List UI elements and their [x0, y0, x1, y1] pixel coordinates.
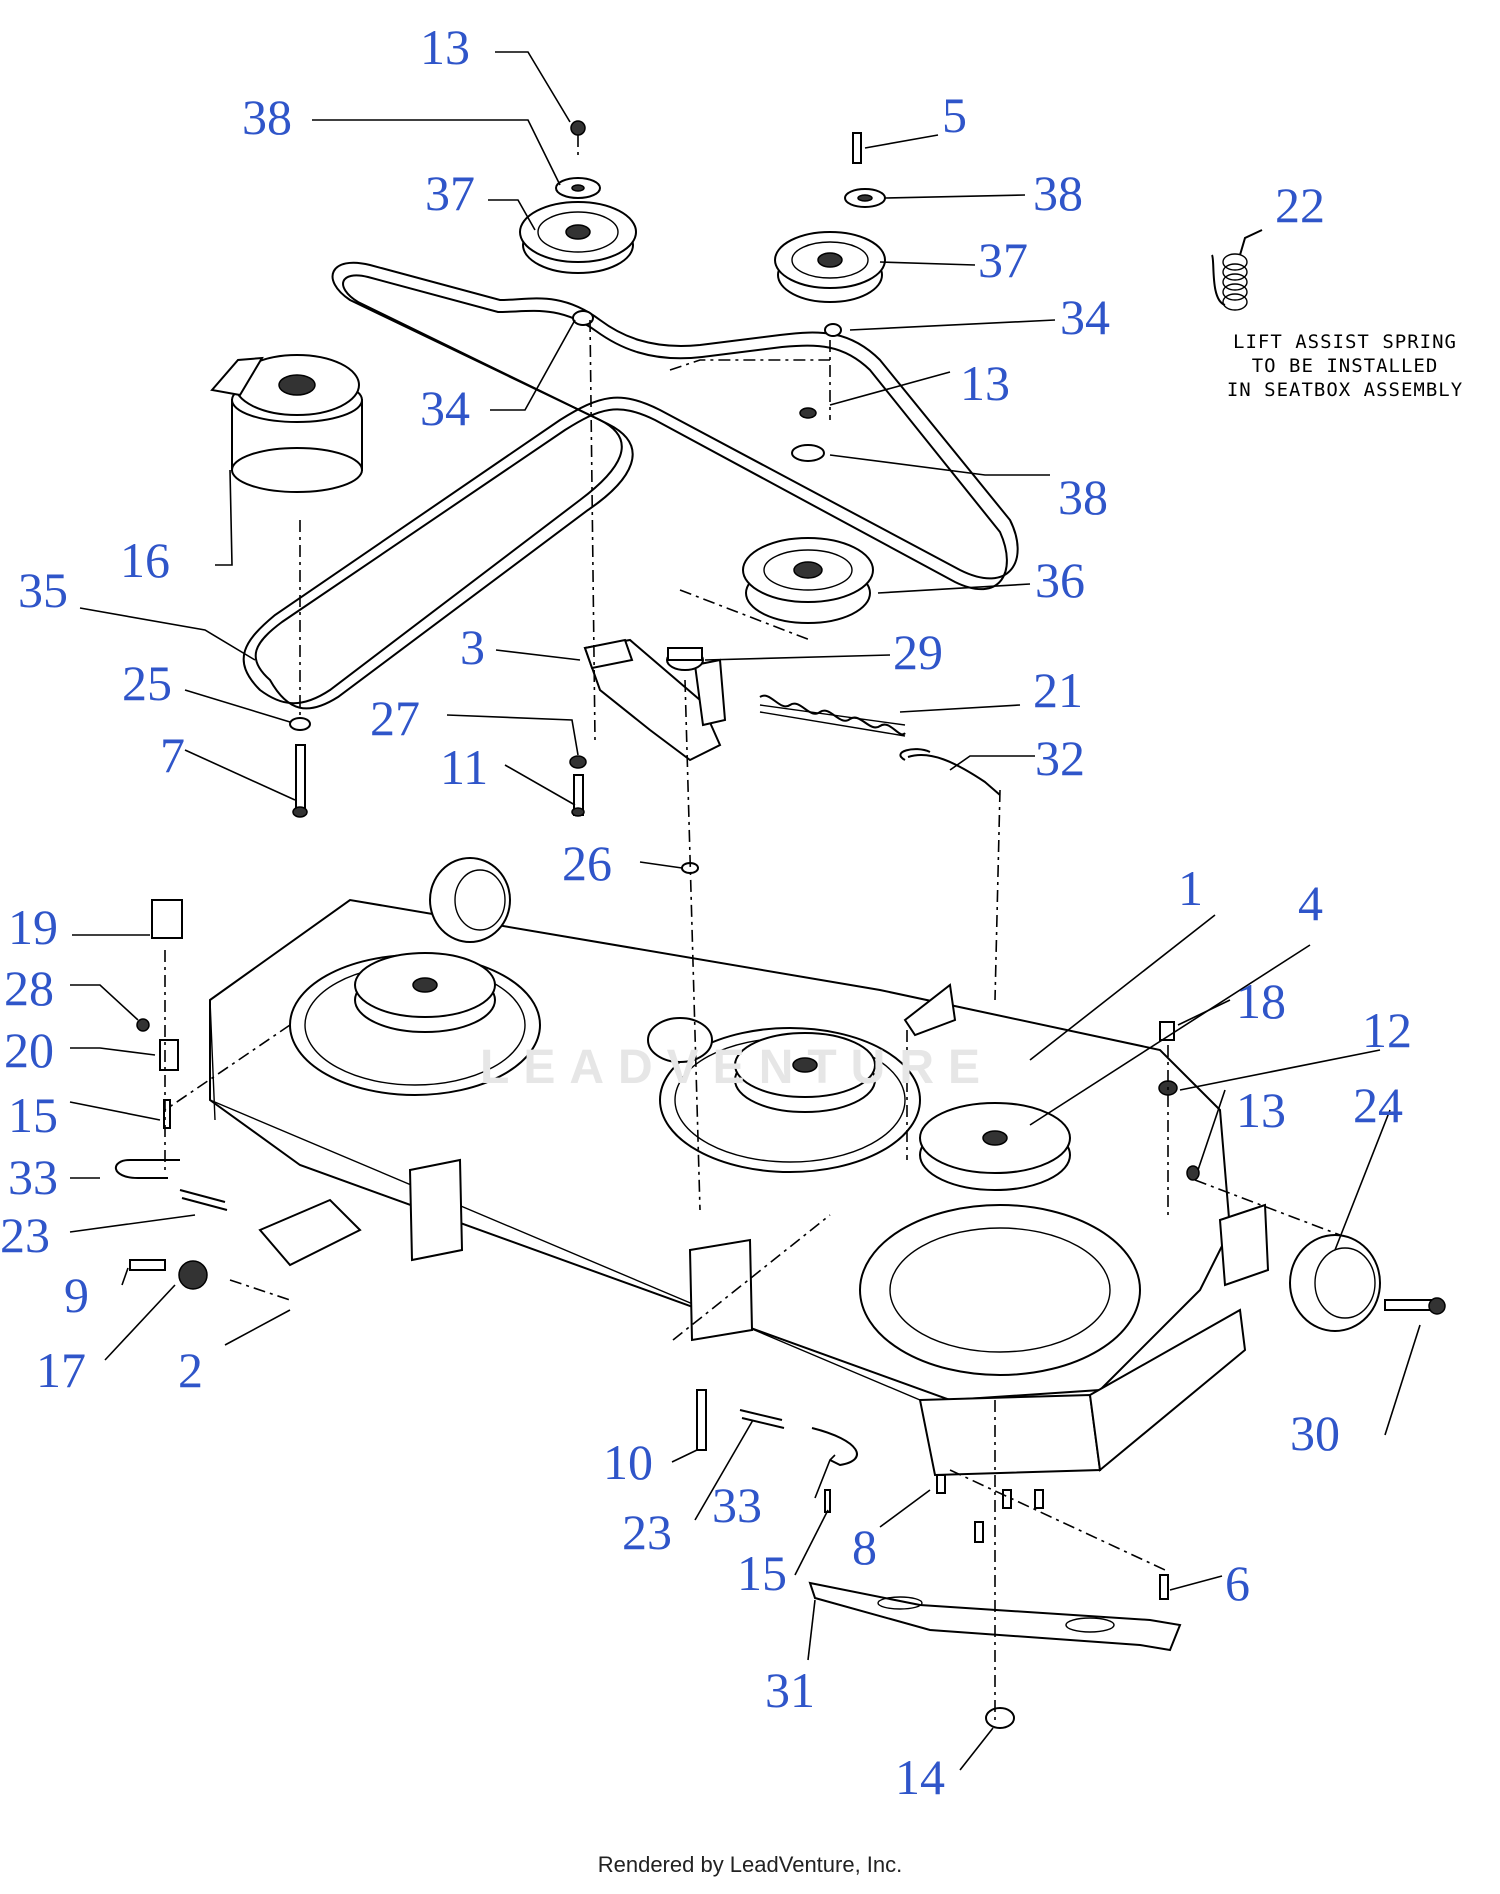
- idler-pulley-left: [519, 120, 637, 326]
- callout-28: 28: [4, 960, 54, 1016]
- watermark: LEADVENTURE: [480, 1041, 995, 1094]
- note-line: TO BE INSTALLED: [1251, 355, 1439, 377]
- callout-27: 27: [370, 690, 420, 746]
- callout-6: 6: [1225, 1555, 1250, 1611]
- callout-15: 15: [8, 1087, 58, 1143]
- install-note: LIFT ASSIST SPRING TO BE INSTALLED IN SE…: [1190, 330, 1500, 402]
- callout-33: 33: [8, 1149, 58, 1205]
- note-line: LIFT ASSIST SPRING: [1233, 331, 1457, 353]
- callout-leaders: [69, 51, 1421, 1771]
- mower-deck: [209, 857, 1270, 1477]
- callout-22: 22: [1275, 177, 1325, 233]
- callout-12: 12: [1362, 1002, 1412, 1058]
- callout-17: 17: [36, 1342, 86, 1398]
- callout-9: 9: [64, 1267, 89, 1323]
- callout-10: 10: [603, 1434, 653, 1490]
- callout-7: 7: [160, 727, 185, 783]
- callout-38: 38: [1033, 165, 1083, 221]
- callout-34: 34: [1060, 289, 1110, 345]
- callout-37: 37: [978, 232, 1028, 288]
- callout-3: 3: [460, 619, 485, 675]
- idler-pulley-36: [742, 407, 874, 624]
- idler-pulley-right: [774, 132, 886, 337]
- callout-14: 14: [895, 1749, 945, 1805]
- callout-26: 26: [562, 835, 612, 891]
- callout-23: 23: [622, 1504, 672, 1560]
- callout-37: 37: [425, 165, 475, 221]
- callout-24: 24: [1353, 1077, 1403, 1133]
- callout-23: 23: [0, 1207, 50, 1263]
- callout-34: 34: [420, 380, 470, 436]
- callout-13: 13: [420, 19, 470, 75]
- callout-11: 11: [440, 739, 489, 795]
- bolt-and-washer-left: [289, 717, 311, 818]
- callout-20: 20: [4, 1022, 54, 1078]
- callout-36: 36: [1035, 552, 1085, 608]
- footer-credit: Rendered by LeadVenture, Inc.: [597, 1852, 903, 1877]
- callout-32: 32: [1035, 730, 1085, 786]
- callout-18: 18: [1236, 973, 1286, 1029]
- callout-8: 8: [852, 1519, 877, 1575]
- callout-30: 30: [1290, 1405, 1340, 1461]
- rear-wheel: [1289, 1234, 1446, 1332]
- lift-assist-spring: [1211, 229, 1263, 311]
- right-hardware: [1158, 1021, 1200, 1181]
- pto-clutch: [210, 354, 363, 493]
- assembly-centerlines: [164, 135, 1341, 1720]
- callout-5: 5: [942, 87, 967, 143]
- note-line: IN SEATBOX ASSEMBLY: [1226, 379, 1464, 401]
- callout-15: 15: [737, 1545, 787, 1601]
- callout-13: 13: [960, 355, 1010, 411]
- callout-33: 33: [712, 1477, 762, 1533]
- callout-1: 1: [1178, 860, 1203, 916]
- callout-19: 19: [8, 899, 58, 955]
- callout-38: 38: [242, 89, 292, 145]
- callout-13: 13: [1236, 1082, 1286, 1138]
- callout-35: 35: [18, 562, 68, 618]
- callout-21: 21: [1033, 662, 1083, 718]
- callout-2: 2: [178, 1342, 203, 1398]
- left-hardware: [114, 899, 228, 1290]
- callout-29: 29: [893, 624, 943, 680]
- callout-31: 31: [765, 1662, 815, 1718]
- callout-16: 16: [120, 532, 170, 588]
- callout-25: 25: [122, 655, 172, 711]
- callout-38: 38: [1058, 469, 1108, 525]
- drive-belt: [242, 261, 1019, 710]
- callout-4: 4: [1298, 875, 1323, 931]
